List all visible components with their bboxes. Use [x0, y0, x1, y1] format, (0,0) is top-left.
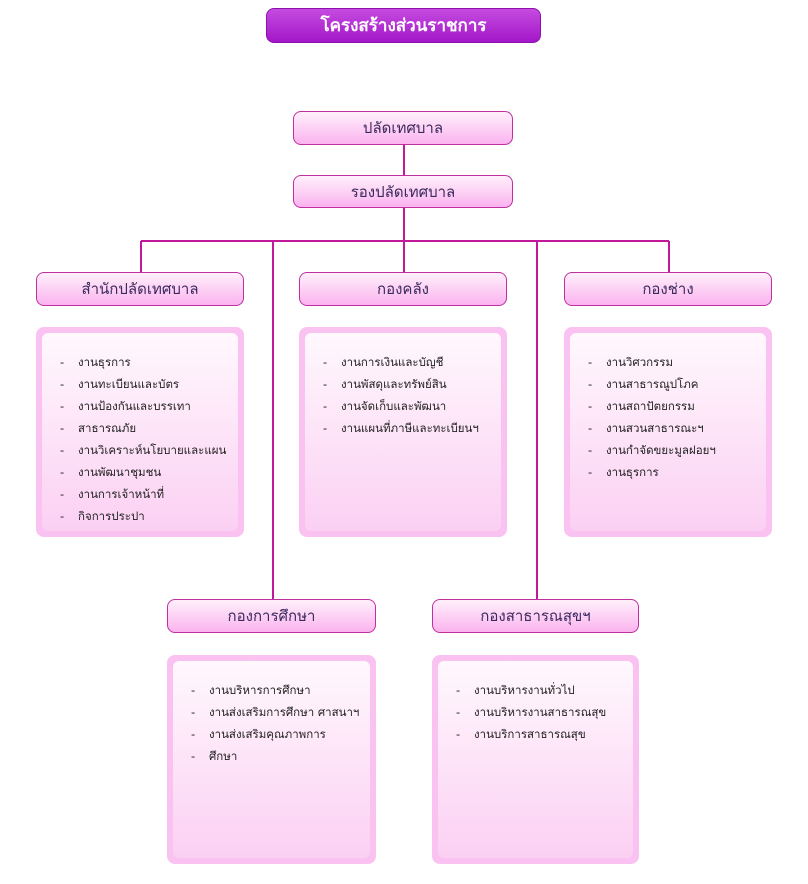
task-item: สาธารณภัย	[60, 417, 230, 439]
tasks-box-finance: งานการเงินและบัญชีงานพัสดุและทรัพย์สินงา…	[299, 327, 507, 537]
task-item: งานแผนที่ภาษีและทะเบียนฯ	[323, 417, 493, 439]
task-item: งานพัฒนาชุมชน	[60, 461, 230, 483]
task-item: กิจการประปา	[60, 505, 230, 527]
node-deputy-clerk: รองปลัดเทศบาล	[293, 175, 513, 208]
task-item: งานการเงินและบัญชี	[323, 351, 493, 373]
node-division-education: กองการศึกษา	[167, 599, 376, 633]
task-item: งานกำจัดขยะมูลฝอยฯ	[588, 439, 758, 461]
task-item: งานสวนสาธารณะฯ	[588, 417, 758, 439]
node-division-finance: กองคลัง	[299, 272, 507, 306]
task-item: งานธุรการ	[60, 351, 230, 373]
task-item: งานบริหารงานทั่วไป	[456, 679, 625, 701]
node-municipal-clerk: ปลัดเทศบาล	[293, 111, 513, 145]
tasks-box-engineering: งานวิศวกรรมงานสาธารณูปโภคงานสถาปัตยกรรมง…	[564, 327, 772, 537]
task-item: ศึกษา	[191, 745, 362, 767]
tasks-box-health: งานบริหารงานทั่วไปงานบริหารงานสาธารณสุขง…	[432, 655, 639, 864]
task-item: งานสถาปัตยกรรม	[588, 395, 758, 417]
task-item: งานส่งเสริมคุณภาพการ	[191, 723, 362, 745]
task-item: งานจัดเก็บและพัฒนา	[323, 395, 493, 417]
task-item: งานสาธารณูปโภค	[588, 373, 758, 395]
task-item: งานบริการสาธารณสุข	[456, 723, 625, 745]
node-division-health: กองสาธารณสุขฯ	[432, 599, 639, 633]
task-item: งานวิศวกรรม	[588, 351, 758, 373]
task-item: งานพัสดุและทรัพย์สิน	[323, 373, 493, 395]
task-item: งานบริหารงานสาธารณสุข	[456, 701, 625, 723]
task-item: งานป้องกันและบรรเทา	[60, 395, 230, 417]
task-item: งานธุรการ	[588, 461, 758, 483]
tasks-box-office: งานธุรการงานทะเบียนและบัตรงานป้องกันและบ…	[36, 327, 244, 537]
chart-title: โครงสร้างส่วนราชการ	[266, 8, 541, 43]
task-item: งานส่งเสริมการศึกษา ศาสนาฯ	[191, 701, 362, 723]
task-item: งานวิเคราะห์นโยบายและแผน	[60, 439, 230, 461]
node-division-engineering: กองช่าง	[564, 272, 772, 306]
task-item: งานบริหารการศึกษา	[191, 679, 362, 701]
node-division-office: สำนักปลัดเทศบาล	[36, 272, 244, 306]
task-item: งานการเจ้าหน้าที่	[60, 483, 230, 505]
task-item: งานทะเบียนและบัตร	[60, 373, 230, 395]
tasks-box-education: งานบริหารการศึกษางานส่งเสริมการศึกษา ศาส…	[167, 655, 376, 864]
